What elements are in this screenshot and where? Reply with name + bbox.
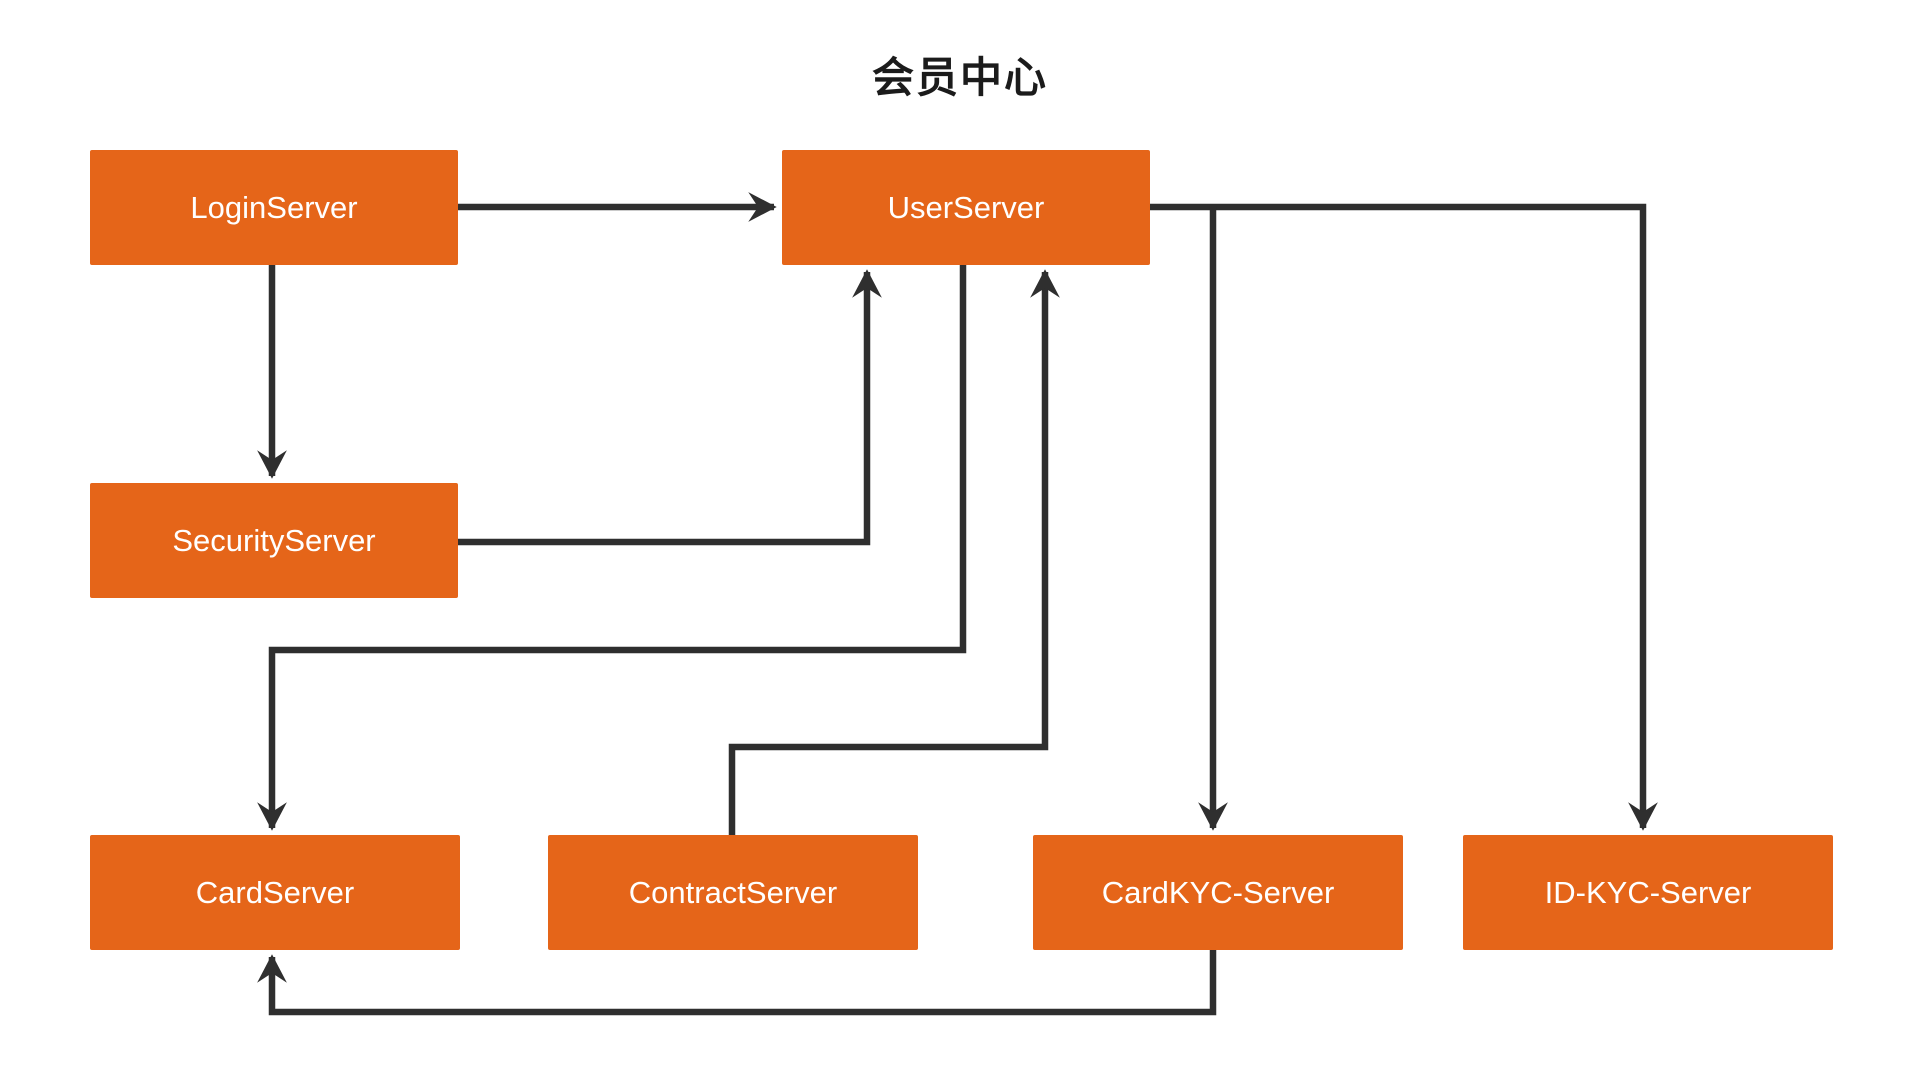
node-id-kyc-server-label: ID-KYC-Server (1544, 874, 1752, 910)
node-login-server: LoginServer (90, 150, 458, 265)
node-cardkyc-server-label: CardKYC-Server (1101, 874, 1335, 910)
edge-contractserver-to-userserver (728, 269, 1060, 835)
node-security-server: SecurityServer (90, 483, 458, 598)
node-cardkyc-server: CardKYC-Server (1033, 835, 1403, 950)
edge-securityserver-to-userserver (458, 269, 882, 546)
node-card-server-label: CardServer (195, 874, 355, 910)
node-contract-server: ContractServer (548, 835, 918, 950)
diagram-title: 会员中心 (871, 54, 1048, 101)
node-card-server: CardServer (90, 835, 460, 950)
edge-userserver-to-idkycserver (1150, 203, 1658, 831)
node-user-server-label: UserServer (887, 189, 1045, 225)
node-contract-server-label: ContractServer (628, 874, 838, 910)
node-security-server-label: SecurityServer (172, 522, 376, 558)
node-id-kyc-server: ID-KYC-Server (1463, 835, 1833, 950)
edge-userserver-to-cardserver (257, 265, 967, 831)
node-user-server: UserServer (782, 150, 1150, 265)
edge-cardkycserver-to-cardserver (257, 950, 1217, 1016)
node-login-server-label: LoginServer (190, 189, 358, 225)
